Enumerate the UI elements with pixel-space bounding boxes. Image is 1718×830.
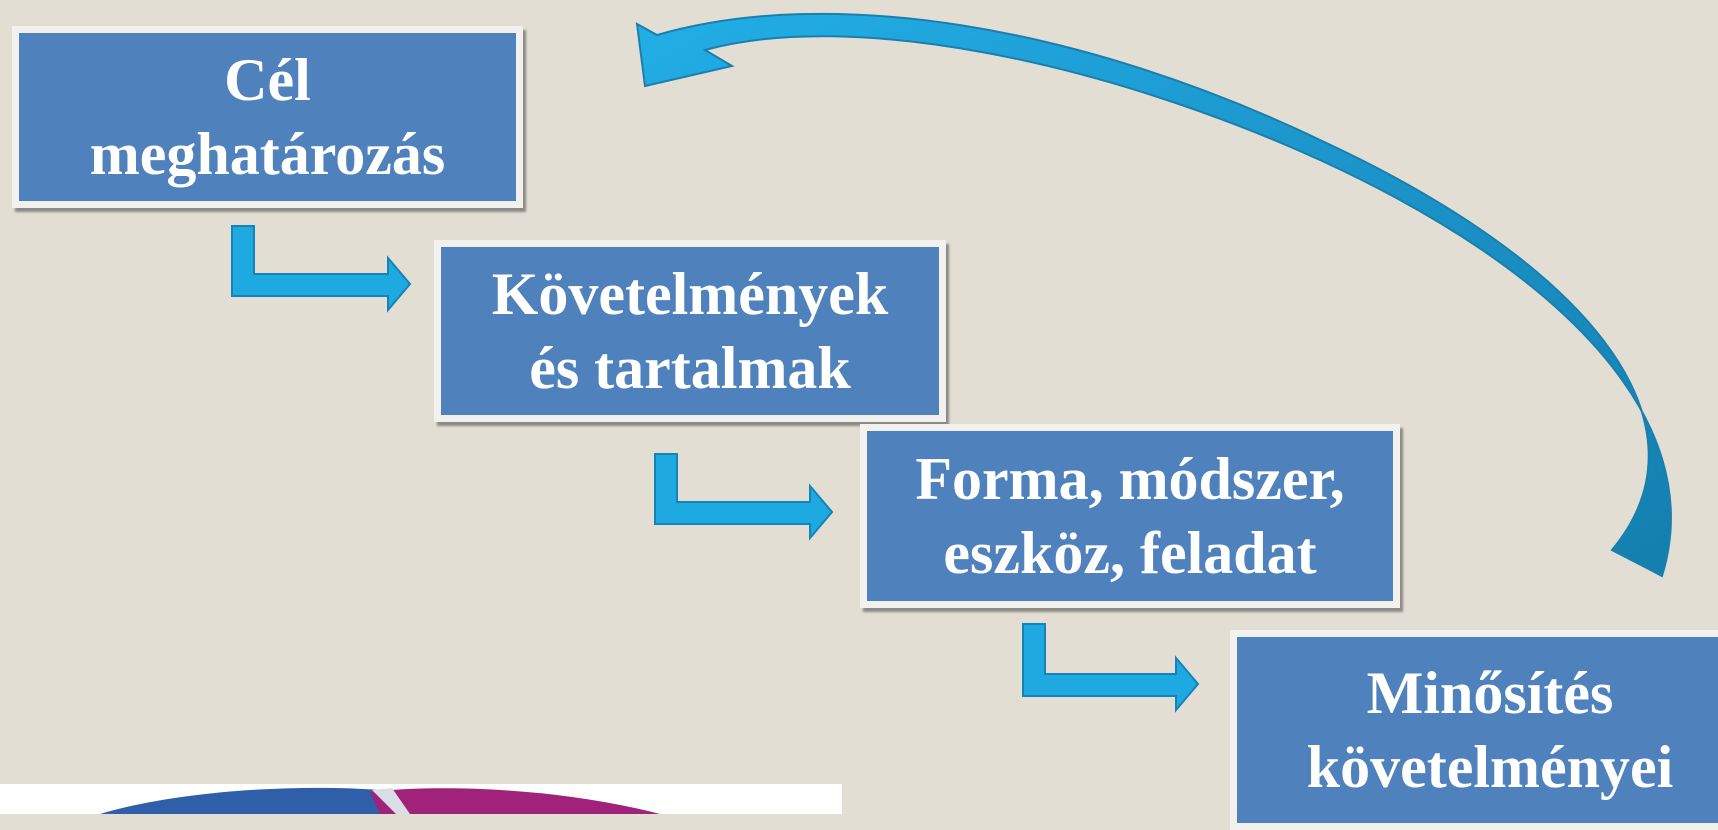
step-goal-definition: Cél meghatározás — [12, 26, 523, 208]
step-label-line2: eszköz, feladat — [943, 520, 1317, 586]
step-form-method-tool-task: Forma, módszer, eszköz, feladat — [860, 424, 1400, 608]
step-qualification-requirements: Minősítés követelményei — [1230, 630, 1718, 830]
step-label-line1: Követelmények — [491, 261, 889, 327]
step-requirements-contents: Követelmények és tartalmak — [434, 240, 946, 422]
cropped-image — [0, 784, 842, 814]
step-label-line1: Minősítés — [1366, 660, 1614, 726]
elbow-arrow-icon — [654, 453, 834, 541]
step-label-line1: Forma, módszer, — [915, 446, 1345, 512]
step-label-line2: és tartalmak — [529, 335, 851, 401]
elbow-arrow-icon — [1022, 623, 1200, 713]
step-label-line2: követelményei — [1306, 734, 1674, 800]
curved-return-arrow-icon — [635, 12, 1672, 578]
elbow-arrow-icon — [231, 225, 412, 313]
step-label-line2: meghatározás — [89, 121, 446, 187]
cropped-image-art — [100, 787, 660, 814]
step-label-line1: Cél — [224, 47, 311, 113]
